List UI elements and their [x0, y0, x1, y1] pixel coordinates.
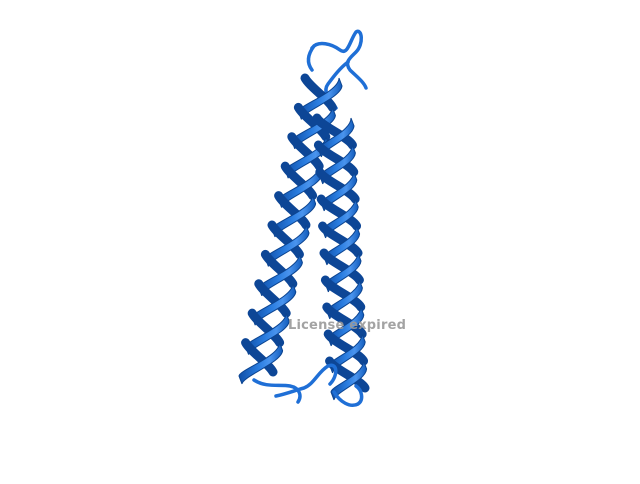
- helix-back-strand: [260, 249, 298, 289]
- right-helix: [312, 113, 370, 401]
- helix-back-strand: [318, 221, 363, 258]
- helix-back-strand: [241, 338, 278, 377]
- helix-back-strand: [323, 329, 369, 366]
- helix-front-ribbon: [320, 171, 358, 212]
- helix-back-strand: [247, 308, 285, 348]
- helix-front-ribbon: [238, 342, 284, 385]
- left-helix: [238, 73, 343, 385]
- license-watermark: License expired: [288, 318, 407, 333]
- helix-back-strand: [300, 73, 337, 112]
- helix-back-strand: [254, 279, 291, 318]
- helix-front-ribbon: [264, 224, 310, 267]
- helix-back-strand: [280, 161, 318, 201]
- helix-front-ribbon: [245, 313, 290, 355]
- helix-back-strand: [274, 191, 311, 230]
- helix-back-strand: [293, 102, 331, 142]
- helix-front-ribbon: [319, 144, 356, 185]
- helix-front-ribbon: [323, 225, 361, 266]
- helix-front-ribbon: [271, 195, 317, 238]
- helix-back-strand: [315, 167, 360, 204]
- helix-front-ribbon: [326, 279, 363, 320]
- helix-front-ribbon: [327, 306, 365, 347]
- helix-front-ribbon: [278, 166, 323, 208]
- helix-front-ribbon: [329, 333, 366, 374]
- helix-front-ribbon: [297, 77, 343, 120]
- helix-back-strand: [325, 356, 370, 393]
- helix-front-ribbon: [258, 254, 303, 297]
- bottom-loop: [252, 363, 364, 407]
- helix-back-strand: [316, 194, 362, 231]
- helix-front-ribbon: [317, 117, 355, 158]
- helix-back-strand: [319, 248, 364, 285]
- helix-back-strand: [312, 113, 357, 150]
- helix-front-ribbon: [324, 252, 362, 293]
- helix-front-ribbon: [251, 283, 297, 326]
- helix-back-strand: [313, 140, 359, 177]
- helix-back-strand: [320, 275, 366, 312]
- helix-back-strand: [287, 132, 324, 171]
- helix-front-ribbon: [330, 360, 368, 401]
- helix-front-ribbon: [322, 198, 359, 239]
- helix-back-strand: [267, 220, 304, 259]
- helix-back-strand: [322, 302, 367, 339]
